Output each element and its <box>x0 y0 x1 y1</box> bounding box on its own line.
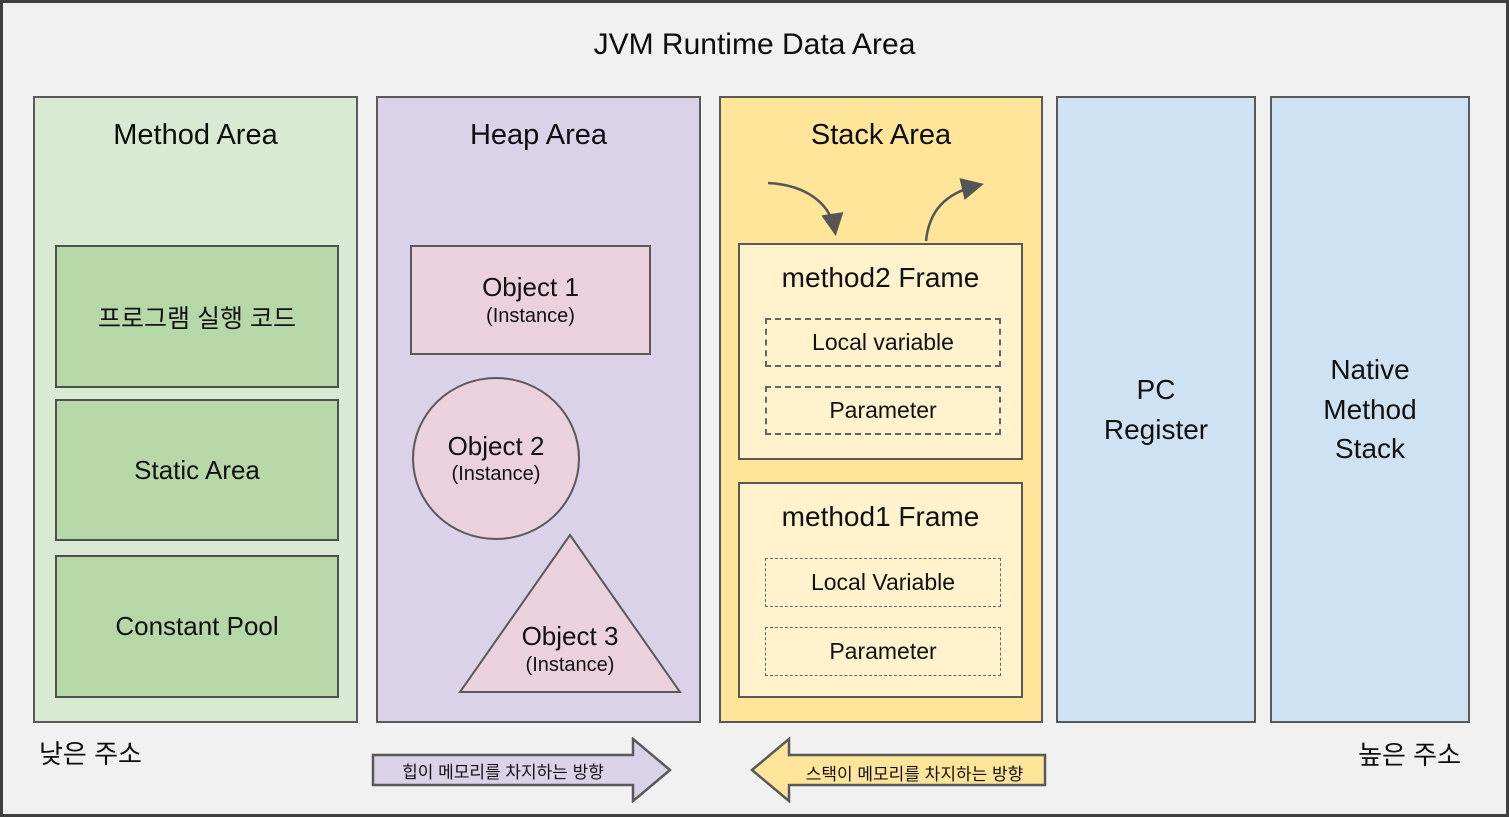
method1-local-variable-label: Local Variable <box>810 569 956 595</box>
heap-direction-arrow <box>371 737 672 803</box>
pc-register-label: PC Register <box>1103 373 1209 445</box>
object3-label-group: Object 3 (Instance) <box>470 620 670 678</box>
object1-rect: Object 1 (Instance) <box>410 245 651 355</box>
method-area-column: Method Area 프로그램 실행 코드 Static Area Const… <box>33 96 358 723</box>
program-code-label: 프로그램 실행 코드 <box>98 304 296 333</box>
stack-push-arrow-icon <box>767 181 844 236</box>
object1-sublabel: (Instance) <box>486 304 575 327</box>
heap-area-title: Heap Area <box>469 119 608 151</box>
object2-circle: Object 2 (Instance) <box>412 377 580 540</box>
method2-frame-title: method2 Frame <box>781 262 980 293</box>
pc-register-column: PC Register <box>1056 96 1256 723</box>
method2-local-variable-label: Local variable <box>812 329 954 355</box>
diagram-title: JVM Runtime Data Area <box>593 28 916 61</box>
method2-parameter-label: Parameter <box>829 397 937 423</box>
stack-direction-label: 스택이 메모리를 차지하는 방향 <box>805 764 1024 784</box>
object2-sublabel: (Instance) <box>451 463 541 486</box>
constant-pool-label: Constant Pool <box>115 611 279 641</box>
high-address-label: 높은 주소 <box>1358 740 1461 770</box>
method2-parameter-slot: Parameter <box>765 386 1001 435</box>
stack-flow-arrows <box>767 178 984 242</box>
program-code-box: 프로그램 실행 코드 <box>55 245 339 388</box>
constant-pool-box: Constant Pool <box>55 555 339 698</box>
object3-sublabel: (Instance) <box>525 653 615 676</box>
method2-local-variable-slot: Local variable <box>765 318 1001 367</box>
low-address-label: 낮은 주소 <box>39 739 142 769</box>
stack-area-column: Stack Area method2 Frame Local variable … <box>719 96 1043 723</box>
stack-pop-arrow-icon <box>924 178 984 242</box>
method1-frame-title: method1 Frame <box>781 501 980 532</box>
static-area-box: Static Area <box>55 399 339 541</box>
object2-label: Object 2 <box>447 430 545 461</box>
native-method-stack-column: Native Method Stack <box>1270 96 1470 723</box>
method2-frame: method2 Frame Local variable Parameter <box>738 243 1023 460</box>
stack-area-title: Stack Area <box>810 119 952 151</box>
method1-local-variable-slot: Local Variable <box>765 558 1001 607</box>
object3-label: Object 3 <box>521 621 619 651</box>
method1-frame: method1 Frame Local Variable Parameter <box>738 482 1023 698</box>
stack-direction-arrow <box>750 737 1047 803</box>
method-area-title: Method Area <box>113 119 278 151</box>
object1-label: Object 1 <box>482 272 579 303</box>
native-method-stack-label: Native Method Stack <box>1323 353 1417 465</box>
method1-parameter-slot: Parameter <box>765 627 1001 676</box>
heap-direction-label: 힙이 메모리를 차지하는 방향 <box>402 763 604 782</box>
method1-parameter-label: Parameter <box>829 638 937 664</box>
object3-triangle <box>458 533 682 693</box>
static-area-label: Static Area <box>134 454 260 485</box>
heap-area-column: Heap Area Object 1 (Instance) Object 2 (… <box>376 96 701 723</box>
